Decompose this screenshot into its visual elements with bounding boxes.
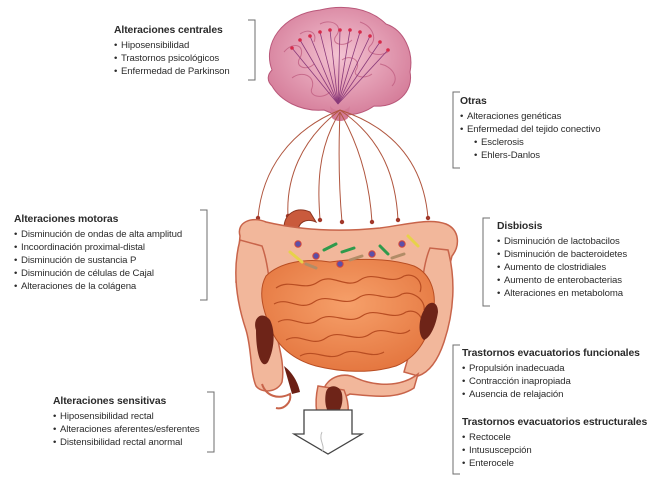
dysbiosis-item: Disminución de lactobacilos xyxy=(497,235,627,248)
dysbiosis-item: Alteraciones en metaboloma xyxy=(497,287,627,300)
motor-item: Disminución de células de Cajal xyxy=(14,267,182,280)
bracket-central xyxy=(248,20,255,80)
brain-illustration xyxy=(268,7,411,121)
other-subitem: Esclerosis xyxy=(460,136,600,149)
ileum-end xyxy=(284,366,300,394)
sensory-item: Hiposensibilidad rectal xyxy=(53,410,200,423)
central-alterations-block: Alteraciones centrales Hiposensibilidad … xyxy=(114,24,230,78)
central-item: Hiposensibilidad xyxy=(114,39,230,52)
bracket-disbiosis xyxy=(483,218,490,306)
other-item: Enfermedad del tejido conectivo xyxy=(460,123,600,136)
dysbiosis-item: Aumento de enterobacterias xyxy=(497,274,627,287)
motor-alterations-block: Alteraciones motoras Disminución de onda… xyxy=(14,213,182,293)
nerve-endings xyxy=(256,214,430,224)
bracket-evacuatorios xyxy=(453,345,460,474)
motor-item: Alteraciones de la colágena xyxy=(14,280,182,293)
central-item: Enfermedad de Parkinson xyxy=(114,65,230,78)
bracket-motoras xyxy=(200,210,207,300)
dysbiosis-item: Aumento de clostridiales xyxy=(497,261,627,274)
bracket-sensitivas xyxy=(207,392,214,452)
motor-item: Disminución de ondas de alta amplitud xyxy=(14,228,182,241)
functional-evacuation-title: Trastornos evacuatorios funcionales xyxy=(462,347,640,360)
small-intestine xyxy=(262,259,435,371)
output-arrow xyxy=(294,410,362,454)
sensory-item: Alteraciones aferentes/esferentes xyxy=(53,423,200,436)
central-item: Trastornos psicológicos xyxy=(114,52,230,65)
other-subitem: Ehlers-Danlos xyxy=(460,149,600,162)
motor-item: Disminución de sustancia P xyxy=(14,254,182,267)
central-alterations-title: Alteraciones centrales xyxy=(114,24,230,37)
functional-item: Propulsión inadecuada xyxy=(462,362,640,375)
sensory-alterations-block: Alteraciones sensitivas Hiposensibilidad… xyxy=(53,395,200,449)
other-item: Alteraciones genéticas xyxy=(460,110,600,123)
other-block: Otras Alteraciones genéticas Enfermedad … xyxy=(460,95,600,162)
motor-alterations-title: Alteraciones motoras xyxy=(14,213,182,226)
sensory-alterations-title: Alteraciones sensitivas xyxy=(53,395,200,408)
structural-item: Intususcepción xyxy=(462,444,647,457)
bracket-otras xyxy=(453,92,460,168)
dysbiosis-title: Disbiosis xyxy=(497,220,627,233)
dysbiosis-block: Disbiosis Disminución de lactobacilos Di… xyxy=(497,220,627,300)
functional-evacuation-block: Trastornos evacuatorios funcionales Prop… xyxy=(462,347,640,401)
functional-item: Contracción inapropiada xyxy=(462,375,640,388)
functional-item: Ausencia de relajación xyxy=(462,388,640,401)
structural-item: Rectocele xyxy=(462,431,647,444)
motor-item: Incoordinación proximal-distal xyxy=(14,241,182,254)
sensory-item: Distensibilidad rectal anormal xyxy=(53,436,200,449)
dysbiosis-item: Disminución de bacteroidetes xyxy=(497,248,627,261)
other-title: Otras xyxy=(460,95,600,108)
structural-item: Enterocele xyxy=(462,457,647,470)
nerve-lines xyxy=(258,110,428,222)
structural-evacuation-block: Trastornos evacuatorios estructurales Re… xyxy=(462,416,647,470)
structural-evacuation-title: Trastornos evacuatorios estructurales xyxy=(462,416,647,429)
